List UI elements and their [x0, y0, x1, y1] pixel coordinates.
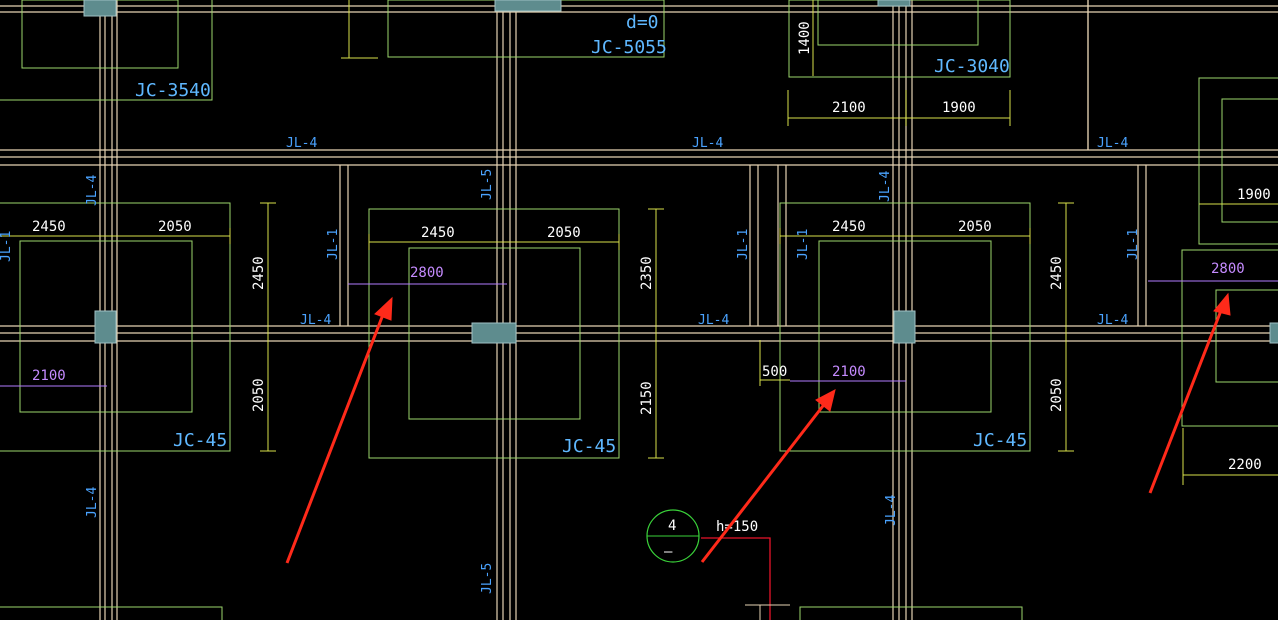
dim-2100-left: 2100: [32, 368, 66, 384]
footing-label-jc-3040: JC-3040: [934, 56, 1010, 77]
dim-1900-top: 1900: [942, 100, 976, 116]
footing-label-jc-45-right: JC-45: [973, 430, 1027, 451]
dimension-texts: 1400 2100 1900 2450 2050 2450 2050 2450 …: [32, 21, 1271, 473]
footing-labels: d=0 JC-5055 JC-3540 JC-3040 JC-45 JC-45 …: [135, 12, 1027, 457]
section-mark: 4 — h=150: [646, 509, 790, 620]
footing-label-jc-5055: JC-5055: [591, 37, 667, 58]
beam-label-jl4-mid-2: JL-4: [698, 313, 729, 328]
beam-label-jl1-1: JL-1: [0, 231, 14, 262]
beam-label-jl4-mid-1: JL-4: [300, 313, 331, 328]
red-arrow-3-shaft: [1148, 307, 1224, 494]
red-arrow-2-head: [815, 389, 836, 412]
dim-2050-middle: 2050: [547, 225, 581, 241]
section-mark-dash: —: [664, 544, 673, 560]
beam-label-jl4-vertical-3: JL-4: [878, 171, 893, 202]
dim-vertical-2050-right: 2050: [1049, 378, 1065, 412]
beam-label-jl4-vertical-1: JL-4: [85, 175, 100, 206]
footing-label-jc-3540: JC-3540: [135, 80, 211, 101]
beam-label-jl4-top-3: JL-4: [1097, 136, 1128, 151]
beam-label-jl4-top-2: JL-4: [692, 136, 723, 151]
dim-vertical-2450-left: 2450: [251, 256, 267, 290]
red-arrow-1-head: [374, 296, 393, 321]
dim-1900-far-right: 1900: [1237, 187, 1271, 203]
beam-label-jl1-3: JL-1: [736, 229, 751, 260]
annotation-arrows: [285, 292, 1231, 564]
dim-vertical-2150: 2150: [639, 381, 655, 415]
beam-label-jl4-vertical-2: JL-4: [85, 487, 100, 518]
section-cut-line: [701, 537, 771, 620]
dimension-lines-yellow: [0, 0, 1278, 485]
dim-2800-middle: 2800: [410, 265, 444, 281]
dim-2050-left: 2050: [158, 219, 192, 235]
dim-2450-right: 2450: [832, 219, 866, 235]
dim-2450-left: 2450: [32, 219, 66, 235]
footing-depth-label: d=0: [626, 12, 659, 33]
footing-label-jc-45-middle: JC-45: [562, 436, 616, 457]
beam-label-jl1-4: JL-1: [796, 229, 811, 260]
dim-2800-right: 2800: [1211, 261, 1245, 277]
dim-2450-middle: 2450: [421, 225, 455, 241]
dim-2200: 2200: [1228, 457, 1262, 473]
dim-vertical-2450-right: 2450: [1049, 256, 1065, 290]
columns: [83, 0, 1278, 344]
footing-label-jc-45-left: JC-45: [173, 430, 227, 451]
red-arrow-3-head: [1213, 292, 1231, 316]
dim-500: 500: [762, 364, 787, 380]
beam-label-jl5-vertical-2: JL-5: [480, 563, 495, 594]
dim-2100-top: 2100: [832, 100, 866, 116]
section-mark-number: 4: [668, 518, 676, 534]
red-arrow-2-shaft: [700, 401, 828, 563]
section-height-note: h=150: [716, 519, 758, 535]
dimension-lines-purple: [0, 280, 1278, 387]
dim-vertical-2350: 2350: [639, 256, 655, 290]
dim-2050-right: 2050: [958, 219, 992, 235]
dim-2100-middle: 2100: [832, 364, 866, 380]
beam-label-jl4-vertical-4: JL-4: [884, 495, 899, 526]
beam-labels: JL-4 JL-4 JL-4 JL-4 JL-4 JL-4 JL-4 JL-4 …: [0, 136, 1141, 594]
red-arrow-1-shaft: [285, 311, 386, 564]
dim-vertical-2050-left: 2050: [251, 378, 267, 412]
dim-1400: 1400: [797, 21, 813, 55]
beam-label-jl1-5: JL-1: [1126, 229, 1141, 260]
beam-label-jl4-top-1: JL-4: [286, 136, 317, 151]
beam-label-jl1-2: JL-1: [326, 229, 341, 260]
beam-label-jl4-mid-3: JL-4: [1097, 313, 1128, 328]
beam-label-jl5-vertical-1: JL-5: [480, 169, 495, 200]
